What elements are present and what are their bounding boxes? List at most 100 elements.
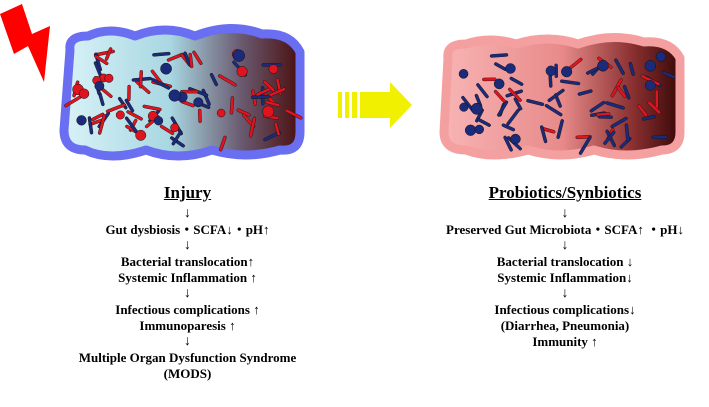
bacterium-rod — [628, 61, 635, 76]
bacterium-rod — [263, 130, 282, 142]
bacterium-coccus — [193, 97, 204, 108]
bacterium-coccus — [76, 115, 87, 126]
bacterium-rod — [127, 84, 131, 102]
bacterium-rod — [610, 116, 628, 129]
bacterium-coccus — [459, 102, 469, 112]
bacterium-coccus — [597, 60, 609, 72]
bacterium-rod — [104, 47, 113, 61]
down-arrow-icon: ↓ — [184, 206, 191, 221]
bacterium-coccus — [561, 66, 573, 78]
injury-title: Injury — [163, 183, 212, 202]
bacterium-coccus — [268, 64, 279, 74]
bacterium-rod — [94, 54, 109, 66]
bacterium-coccus — [104, 73, 114, 83]
bacterium-rod — [622, 84, 631, 100]
bacterium-rod — [152, 51, 171, 57]
lightning-bolt-icon — [0, 4, 50, 82]
bacterium-coccus — [510, 133, 521, 145]
bacterium-rod — [526, 98, 545, 107]
bacterium-rod — [509, 76, 524, 86]
bacterium-rod — [209, 72, 219, 87]
bacterium-rod — [578, 136, 592, 155]
bacterium-coccus — [493, 78, 505, 90]
bacterium-coccus — [232, 49, 246, 62]
bacterium-coccus — [262, 105, 275, 118]
bacterium-rod — [513, 97, 523, 111]
infectious-complications-text: Infectious complications↓ — [494, 302, 636, 317]
bacterium-rod — [476, 117, 491, 127]
bacterium-rod — [188, 52, 194, 69]
bacterium-rod — [560, 79, 581, 86]
bacterium-coccus — [94, 81, 105, 91]
bacterium-coccus — [78, 88, 90, 99]
bacterium-rod — [198, 108, 202, 124]
bacterium-coccus — [160, 62, 172, 75]
bacterium-rod — [159, 124, 175, 136]
probiotic-gut — [439, 32, 685, 160]
mods-abbrev-text: (MODS) — [163, 366, 212, 381]
bacterium-rod — [603, 130, 616, 145]
down-arrow-icon: ↓ — [184, 334, 191, 349]
bacterium-rod — [219, 135, 227, 152]
bacterial-translocation-text: Bacterial translocation ↓ — [496, 254, 634, 269]
bacterium-rod — [87, 116, 94, 135]
bacterium-rod — [248, 116, 257, 138]
bacterium-coccus — [645, 80, 656, 91]
bacterium-rod — [273, 121, 281, 136]
bacterium-rod — [655, 89, 659, 110]
bacterium-rod — [284, 108, 303, 120]
transition-arrow-icon — [338, 82, 412, 128]
bacterium-rod — [503, 135, 513, 152]
illustration — [0, 4, 685, 161]
infectious-complications-text: Infectious complications ↑ — [115, 302, 260, 317]
bacterium-rod — [169, 136, 185, 148]
immunoparesis-text: Immunoparesis ↑ — [139, 318, 236, 333]
bacterium-rod — [476, 83, 489, 99]
bacterium-coccus — [168, 89, 181, 102]
bacterium-rod — [577, 89, 593, 96]
bacterium-rod — [489, 53, 509, 58]
bacterium-rod — [501, 123, 516, 132]
down-arrow-icon: ↓ — [184, 238, 191, 253]
bacterium-rod — [614, 58, 625, 75]
bacterium-rod — [507, 87, 522, 102]
bacterium-rod — [661, 71, 676, 79]
bacterium-rod — [556, 119, 564, 140]
down-arrow-icon: ↓ — [561, 286, 569, 301]
bacterium-coccus — [115, 110, 125, 120]
bacterium-rod — [262, 80, 275, 92]
bacterium-rod — [624, 123, 630, 142]
probiotics-column: Probiotics/Synbiotics ↓ Preserved Gut Mi… — [395, 182, 709, 350]
bacterium-coccus — [470, 102, 483, 115]
systemic-inflammation-text: Systemic Inflammation↓ — [497, 270, 633, 285]
bacterium-rod — [138, 70, 143, 89]
down-arrow-icon: ↓ — [561, 206, 569, 221]
systemic-inflammation-text: Systemic Inflammation ↑ — [118, 270, 257, 285]
bacterium-rod — [124, 98, 135, 113]
bacterium-coccus — [655, 51, 666, 62]
bacterium-rod — [217, 74, 237, 87]
bacterium-rod — [539, 125, 548, 144]
probiotics-title: Probiotics/Synbiotics — [488, 183, 642, 202]
bacterium-rod — [229, 96, 235, 115]
bacterium-coccus — [458, 69, 469, 79]
preserved-microbiota-text: Preserved Gut Microbiota・SCFA↑ ・pH↓ — [446, 222, 684, 237]
mods-text: Multiple Organ Dysfunction Syndrome — [78, 350, 297, 365]
bacterium-rod — [596, 112, 611, 117]
bacterium-coccus — [236, 66, 248, 77]
down-arrow-icon: ↓ — [184, 286, 191, 301]
bacterium-rod — [575, 134, 592, 140]
bacterium-rod — [544, 103, 563, 117]
bacterium-rod — [171, 130, 183, 146]
bacterium-rod — [589, 100, 606, 113]
bacterium-coccus — [216, 108, 226, 118]
bacterium-rod — [497, 100, 509, 117]
bacterium-rod — [265, 100, 281, 107]
bacterium-rod — [547, 88, 565, 103]
bacterium-coccus — [170, 123, 180, 133]
bacterium-coccus — [545, 65, 557, 77]
bacterium-rod — [105, 103, 127, 114]
immunity-text: Immunity ↑ — [532, 334, 598, 349]
bacterium-rod — [97, 113, 107, 135]
bacterium-rod — [91, 112, 105, 122]
